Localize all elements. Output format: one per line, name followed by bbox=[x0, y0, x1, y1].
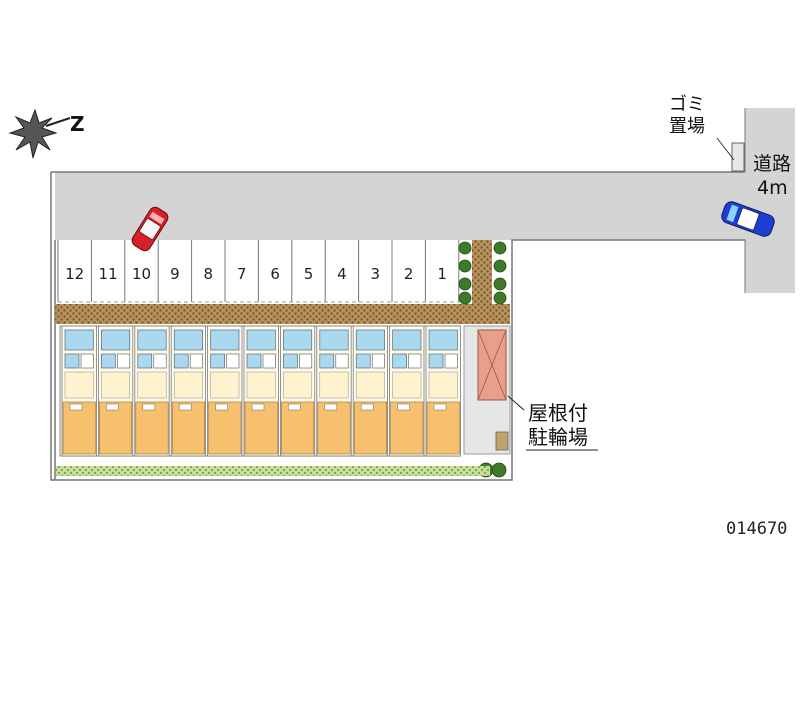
hedge-column bbox=[472, 240, 492, 304]
parking-space-number: 8 bbox=[204, 265, 214, 283]
apartment-unit bbox=[425, 325, 461, 457]
apartment-unit bbox=[170, 325, 206, 457]
parking-space-number: 4 bbox=[337, 265, 347, 283]
north-label: Z bbox=[70, 112, 85, 136]
apartment-unit bbox=[61, 325, 97, 457]
parking-space-number: 3 bbox=[371, 265, 381, 283]
garbage-area: ゴミ 置場 bbox=[669, 94, 745, 172]
parking-space-number: 1 bbox=[437, 265, 447, 283]
parking-space-number: 7 bbox=[237, 265, 247, 283]
apartment-building bbox=[59, 325, 461, 457]
parking-space-number: 5 bbox=[304, 265, 314, 283]
apartment-unit bbox=[207, 325, 243, 457]
compass-icon: Z bbox=[8, 108, 85, 159]
apartment-unit bbox=[352, 325, 389, 457]
blue-car-icon bbox=[721, 201, 775, 237]
apartment-unit bbox=[98, 325, 134, 457]
grass-strip bbox=[56, 466, 490, 476]
bicycle-parking-label-2: 駐輪場 bbox=[528, 425, 588, 449]
garbage-label-2: 置場 bbox=[669, 116, 705, 137]
road-label-1: 道路 bbox=[753, 153, 791, 175]
apartment-unit bbox=[316, 325, 352, 457]
apartment-unit bbox=[243, 325, 279, 457]
parking-space-number: 2 bbox=[404, 265, 414, 283]
apartment-unit bbox=[279, 325, 316, 457]
parking-space-number: 11 bbox=[99, 265, 118, 283]
driveway bbox=[55, 172, 745, 240]
public-road bbox=[745, 108, 795, 293]
hedge-row bbox=[55, 304, 510, 324]
road-label-2: 4m bbox=[757, 177, 788, 199]
bicycle-parking-label-1: 屋根付 bbox=[528, 401, 588, 425]
parking-spaces: 12 11 10 9 8 7 6 5 4 3 2 1 bbox=[57, 240, 460, 303]
apartment-unit bbox=[134, 325, 170, 457]
garbage-label-1: ゴミ bbox=[669, 94, 705, 115]
apartment-unit bbox=[389, 325, 425, 457]
site-boundary bbox=[50, 171, 745, 481]
parking-space-number: 9 bbox=[170, 265, 180, 283]
red-car-icon bbox=[131, 206, 169, 252]
parking-space-number: 6 bbox=[270, 265, 280, 283]
property-code: 014670 bbox=[726, 519, 787, 539]
parking-space-number: 12 bbox=[65, 265, 84, 283]
bicycle-parking: 屋根付 駐輪場 bbox=[463, 325, 598, 455]
parking-space-number: 10 bbox=[132, 265, 151, 283]
